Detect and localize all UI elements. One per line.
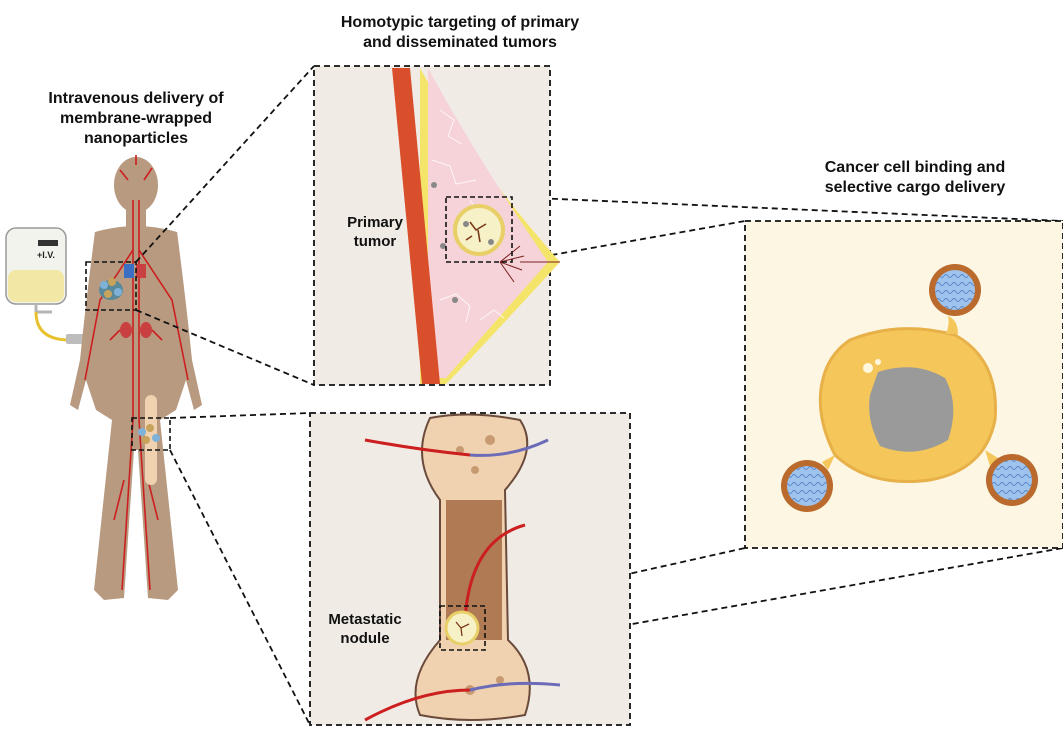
meta-label-line-2: nodule [310, 629, 420, 648]
cell-binding-caption: Cancer cell binding and selective cargo … [770, 158, 1060, 198]
iv-delivery-caption: Intravenous delivery of membrane-wrapped… [0, 89, 272, 149]
iv-bag [6, 228, 90, 344]
iv-caption-line-1: Intravenous delivery of [0, 89, 272, 109]
cancer-cell [820, 329, 995, 482]
metastatic-nodule-label: Metastatic nodule [310, 610, 420, 648]
primary-tumor-label: Primary tumor [325, 213, 425, 251]
homotypic-caption-line-2: and disseminated tumors [290, 33, 630, 53]
iv-caption-line-3: nanoparticles [0, 129, 272, 149]
human-body [70, 157, 202, 600]
binding-caption-line-1: Cancer cell binding and [770, 158, 1060, 178]
primary-label-line-2: tumor [325, 232, 425, 251]
homotypic-caption-line-1: Homotypic targeting of primary [290, 13, 630, 33]
iv-caption-line-2: membrane-wrapped [0, 109, 272, 129]
binding-caption-line-2: selective cargo delivery [770, 178, 1060, 198]
homotypic-targeting-caption: Homotypic targeting of primary and disse… [290, 13, 630, 53]
primary-tumor-cell [455, 206, 503, 254]
iv-bag-label: +I.V. [37, 250, 55, 260]
meta-label-line-1: Metastatic [310, 610, 420, 629]
primary-label-line-1: Primary [325, 213, 425, 232]
metastatic-tumor-cell [446, 612, 478, 644]
